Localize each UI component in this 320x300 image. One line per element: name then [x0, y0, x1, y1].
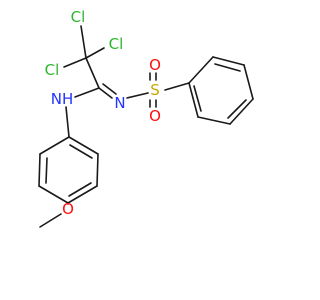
bond-nimine-s	[126, 92, 149, 99]
atom-cl2-label: Cl	[109, 35, 124, 53]
atom-labels: Cl Cl Cl NH N S O O O	[45, 8, 161, 218]
bond-aryl-5	[38, 153, 41, 187]
atom-cl3-label: Cl	[45, 61, 60, 79]
bond-camidine-nh	[74, 87, 100, 98]
bond-aryl-2	[96, 153, 99, 187]
atom-cl1-label: Cl	[71, 8, 86, 26]
bond-aryl-inner-2	[68, 182, 92, 197]
bond-s-phenyl	[164, 82, 190, 91]
bond-phenyl-4	[229, 98, 254, 125]
bond-c-cl2	[85, 47, 105, 59]
bond-aryl-3	[67, 185, 98, 204]
molecule-structure: Cl Cl Cl NH N S O O O	[38, 8, 254, 228]
bond-phenyl-1	[188, 56, 214, 84]
bond-c-cl1	[80, 25, 87, 59]
bond-aryl-1	[68, 136, 99, 155]
bond-phenyl-2	[212, 56, 245, 66]
bonds	[38, 25, 254, 228]
bond-phenyl-inner-3	[193, 85, 202, 112]
atom-nh-label: NH	[51, 90, 74, 108]
bond-aryl-6	[39, 136, 70, 155]
bond-o-methyl	[39, 213, 62, 228]
bond-aryl-4	[38, 185, 69, 204]
bond-aryl-inner-3	[45, 157, 48, 184]
atom-otop-label: O	[149, 56, 161, 74]
atom-obottom-label: O	[149, 107, 161, 125]
atom-omethoxy-label: O	[62, 200, 74, 218]
bond-phenyl-inner-2	[227, 99, 247, 119]
bond-c-cl3	[63, 57, 87, 68]
atom-s-label: S	[150, 81, 160, 99]
bond-phenyl-inner-1	[214, 63, 241, 72]
bond-camidine-nimine-2	[102, 83, 117, 95]
bond-phenyl-6	[188, 82, 199, 118]
bond-aryl-inner-1	[69, 144, 93, 159]
bond-camidine-nimine-1	[98, 87, 113, 99]
bond-phenyl-5	[197, 116, 231, 125]
bond-ccl3-camidine	[85, 57, 100, 89]
bond-phenyl-3	[243, 64, 254, 100]
bond-nh-aryl	[65, 106, 70, 138]
atom-nimine-label: N	[114, 94, 125, 112]
